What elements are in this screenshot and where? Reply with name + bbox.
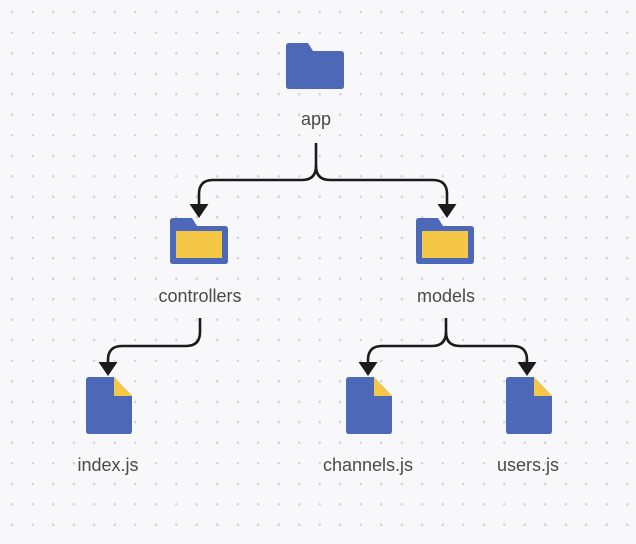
open-folder-icon xyxy=(416,218,474,264)
connector-controllers-index xyxy=(106,318,202,372)
file-icon xyxy=(346,377,392,434)
node-label-models: models xyxy=(416,286,476,306)
node-label-index: index.js xyxy=(77,455,139,475)
folder-icon xyxy=(286,43,344,89)
node-models[interactable]: models xyxy=(366,215,526,307)
arrowhead-users xyxy=(517,362,537,376)
arrowhead-controllers xyxy=(189,204,209,218)
connector-models-users xyxy=(444,331,529,372)
arrowhead-index xyxy=(98,362,118,376)
node-index-js[interactable]: index.js xyxy=(28,376,188,476)
arrowhead-models xyxy=(437,204,457,218)
connector-app-controllers xyxy=(197,143,318,214)
file-icon xyxy=(86,377,132,434)
file-icon xyxy=(506,377,552,434)
node-label-channels: channels.js xyxy=(322,455,414,475)
open-folder-icon xyxy=(170,218,228,264)
node-label-app: app xyxy=(300,109,332,129)
node-label-users: users.js xyxy=(496,455,559,475)
node-users-js[interactable]: users.js xyxy=(448,376,608,476)
connector-app-models xyxy=(314,165,449,214)
node-channels-js[interactable]: channels.js xyxy=(288,376,448,476)
connector-models-channels xyxy=(366,318,448,372)
node-app[interactable]: app xyxy=(236,40,396,130)
node-label-controllers: controllers xyxy=(158,286,242,306)
node-controllers[interactable]: controllers xyxy=(120,215,280,307)
arrowhead-channels xyxy=(358,362,378,376)
